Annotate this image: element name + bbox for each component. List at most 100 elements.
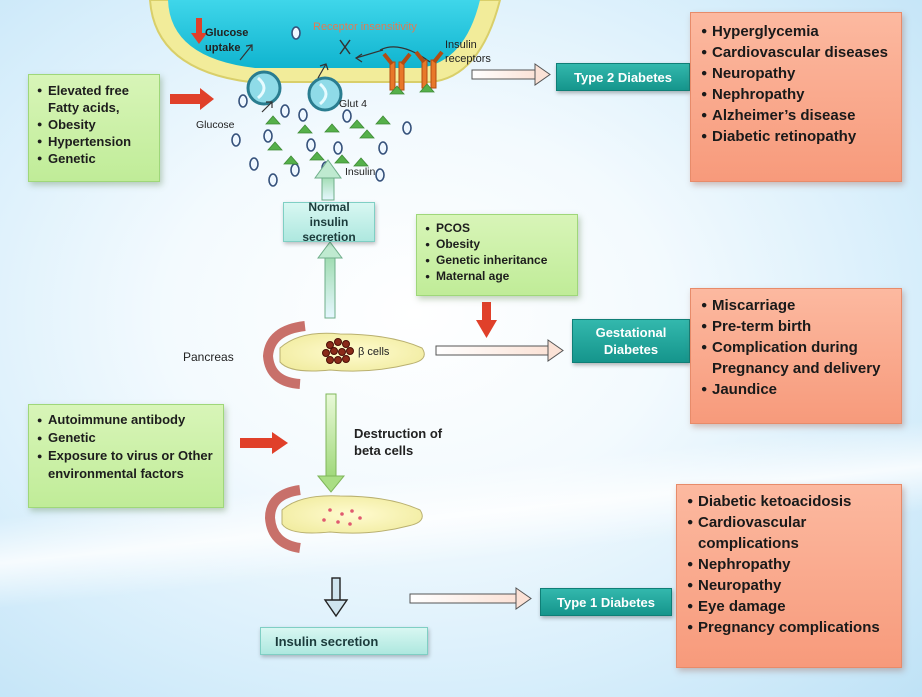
type2-complications-box: Hyperglycemia Cardiovascular diseases Ne… bbox=[690, 12, 902, 182]
pancreas-label: Pancreas bbox=[183, 350, 234, 364]
insulin-triangle-icon bbox=[283, 155, 299, 165]
glucose-molecule-icon bbox=[402, 121, 412, 135]
risk-factor-item: Maternal age bbox=[425, 268, 569, 284]
insulin-triangle-icon bbox=[267, 141, 283, 151]
insulin-triangle-icon bbox=[353, 157, 369, 167]
risk-factor-item: Hypertension bbox=[37, 133, 151, 150]
insulin-molecules bbox=[265, 83, 435, 167]
complication-item: Diabetic ketoacidosis bbox=[687, 491, 891, 512]
complication-item: Pre-term birth bbox=[701, 316, 891, 337]
complication-item: Cardiovascular complications bbox=[687, 512, 891, 554]
insulin-triangle-icon bbox=[419, 83, 435, 93]
risk-factor-item: Exposure to virus or Other environmental… bbox=[37, 447, 215, 483]
gestational-outcome-arrow bbox=[435, 339, 564, 362]
complication-item: Hyperglycemia bbox=[701, 21, 891, 42]
glucose-molecule-icon bbox=[290, 163, 300, 177]
type2-outcome-arrow bbox=[471, 63, 551, 86]
complication-item: Nephropathy bbox=[701, 84, 891, 105]
insulin-triangle-icon bbox=[309, 151, 325, 161]
insulin-triangle-icon bbox=[349, 119, 365, 129]
beta-cells-cluster bbox=[322, 338, 354, 364]
glut4-label: Glut 4 bbox=[339, 98, 368, 110]
complication-item: Neuropathy bbox=[701, 63, 891, 84]
glucose-molecule-icon bbox=[298, 108, 308, 122]
pancreas-damaged-icon bbox=[264, 485, 423, 553]
insulin-triangle-icon bbox=[265, 115, 281, 125]
complication-item: Jaundice bbox=[701, 379, 891, 400]
glucose-uptake-arrow bbox=[191, 18, 207, 44]
insulin-triangle-icon bbox=[375, 115, 391, 125]
destruction-of-beta-cells-label: Destruction of beta cells bbox=[354, 426, 443, 458]
normal-insulin-secretion-box: Normal insulin secretion bbox=[283, 200, 375, 244]
insulin-to-cell-arrow bbox=[314, 159, 342, 201]
complication-item: Pregnancy complications bbox=[687, 617, 891, 638]
insulin-receptor-icon bbox=[414, 50, 444, 89]
glucose-molecule-icon bbox=[263, 129, 273, 143]
glucose-molecule-icon bbox=[375, 168, 385, 182]
glucose-molecule-icon bbox=[249, 157, 259, 171]
glucose-molecule-icon bbox=[291, 26, 301, 40]
type1-outcome-arrow bbox=[409, 587, 532, 610]
glucose-label: Glucose bbox=[196, 119, 235, 131]
pancreas-healthy-icon bbox=[262, 321, 425, 389]
glucose-molecule-icon bbox=[342, 109, 352, 123]
insulin-triangle-icon bbox=[389, 85, 405, 95]
glut4-channel-icon bbox=[307, 76, 343, 112]
complication-item: Cardiovascular diseases bbox=[701, 42, 891, 63]
glut4-channel-icon bbox=[246, 70, 282, 106]
risk-factor-item: Genetic bbox=[37, 429, 215, 447]
insulin-receptors-label: Insulin receptors bbox=[445, 39, 491, 65]
beta-cells-label: β cells bbox=[358, 346, 390, 358]
receptor-insensitivity-label: Receptor insensitivity bbox=[313, 21, 417, 33]
destruction-arrow bbox=[316, 393, 346, 493]
insulin-secretion-box: Insulin secretion bbox=[260, 627, 428, 655]
risk-factor-item: Obesity bbox=[37, 116, 151, 133]
destroyed-beta-cells bbox=[322, 508, 362, 526]
risk-factor-item: Autoimmune antibody bbox=[37, 411, 215, 429]
type2-diabetes-label: Type 2 Diabetes bbox=[556, 63, 690, 91]
complication-item: Neuropathy bbox=[687, 575, 891, 596]
glucose-uptake-label: Glucose uptake bbox=[205, 27, 249, 54]
type2-risk-arrow bbox=[170, 88, 214, 110]
insulin-receptor-icon bbox=[382, 52, 412, 91]
risk-factor-item: Genetic inheritance bbox=[425, 252, 569, 268]
glucose-molecule-icon bbox=[306, 138, 316, 152]
risk-factor-item: Genetic bbox=[37, 150, 151, 167]
glucose-molecule-icon bbox=[333, 141, 343, 155]
gestational-complications-box: Miscarriage Pre-term birth Complication … bbox=[690, 288, 902, 424]
complication-item: Miscarriage bbox=[701, 295, 891, 316]
insulin-label: Insulin bbox=[345, 166, 376, 178]
glucose-molecule-icon bbox=[378, 141, 388, 155]
risk-factor-item: Obesity bbox=[425, 236, 569, 252]
risk-factor-item: PCOS bbox=[425, 220, 569, 236]
glucose-molecule-icon bbox=[231, 133, 241, 147]
gestational-diabetes-label: Gestational Diabetes bbox=[572, 319, 690, 363]
cell-membrane bbox=[148, 0, 502, 83]
complication-item: Eye damage bbox=[687, 596, 891, 617]
pancreas-to-secretion-arrow bbox=[317, 241, 343, 319]
gestational-risk-arrow bbox=[476, 302, 497, 338]
complication-item: Complication during Pregnancy and delive… bbox=[701, 337, 891, 379]
complication-item: Diabetic retinopathy bbox=[701, 126, 891, 147]
risk-factor-item: Elevated free Fatty acids, bbox=[37, 82, 151, 116]
gestational-risk-factors-box: PCOS Obesity Genetic inheritance Materna… bbox=[416, 214, 578, 296]
receptor-blocked-icon bbox=[339, 39, 351, 55]
glucose-molecule-icon bbox=[238, 94, 248, 108]
type1-risk-arrow bbox=[240, 432, 288, 454]
type1-risk-factors-box: Autoimmune antibody Genetic Exposure to … bbox=[28, 404, 224, 508]
glucose-molecules bbox=[231, 26, 412, 187]
insulin-triangle-icon bbox=[359, 129, 375, 139]
type1-complications-box: Diabetic ketoacidosis Cardiovascular com… bbox=[676, 484, 902, 668]
insulin-triangle-icon bbox=[297, 124, 313, 134]
glucose-molecule-icon bbox=[268, 173, 278, 187]
complication-item: Alzheimer’s disease bbox=[701, 105, 891, 126]
complication-item: Nephropathy bbox=[687, 554, 891, 575]
reduced-secretion-arrow bbox=[323, 577, 349, 618]
type2-risk-factors-box: Elevated free Fatty acids, Obesity Hyper… bbox=[28, 74, 160, 182]
glucose-molecule-icon bbox=[280, 104, 290, 118]
uptake-pointer-arrows bbox=[239, 44, 431, 113]
type1-diabetes-label: Type 1 Diabetes bbox=[540, 588, 672, 616]
insulin-triangle-icon bbox=[334, 154, 350, 164]
